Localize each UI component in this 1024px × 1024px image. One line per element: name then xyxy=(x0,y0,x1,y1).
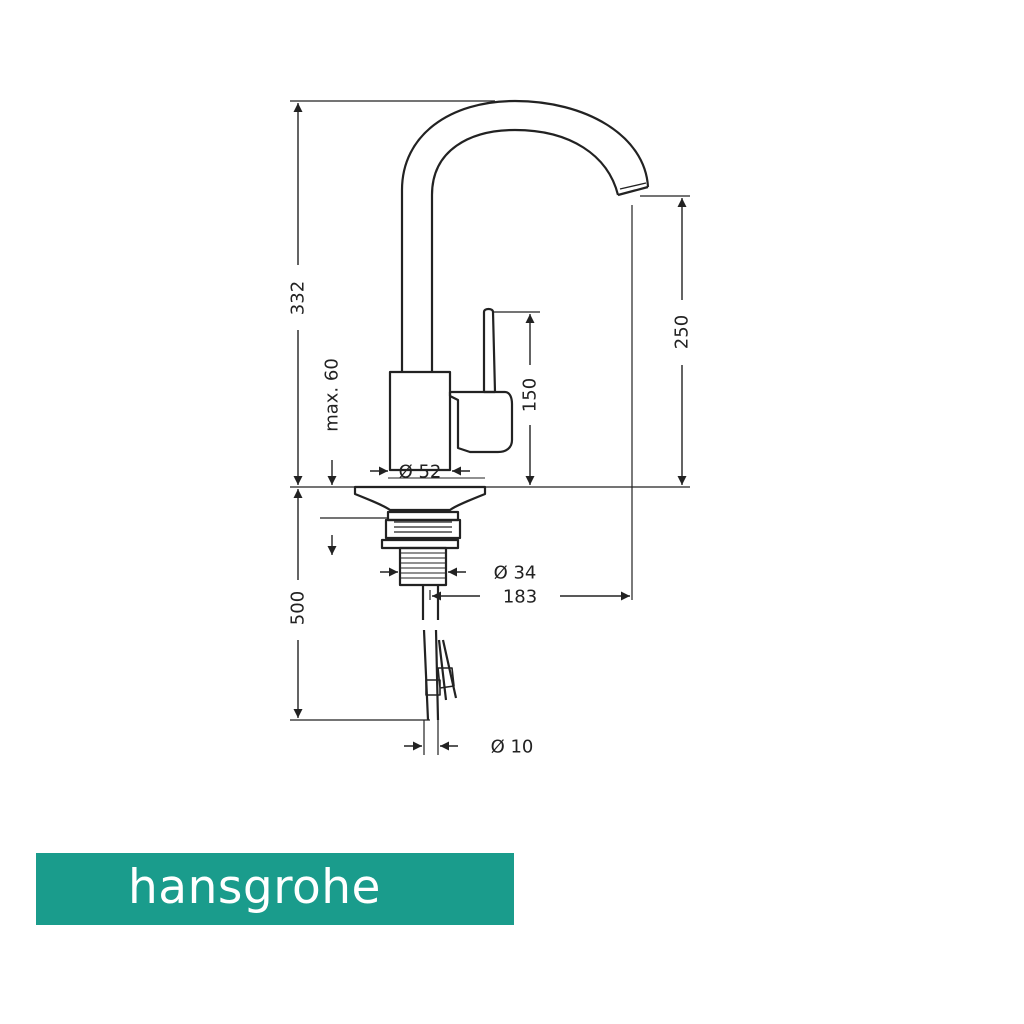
mounting-flange xyxy=(386,510,460,522)
spout-nozzle xyxy=(617,185,649,197)
label-d34: Ø 34 xyxy=(494,563,537,584)
label-150: 150 xyxy=(520,378,541,412)
label-250: 250 xyxy=(672,315,693,349)
dimension-arrows xyxy=(293,103,687,751)
spout-inner xyxy=(430,128,620,372)
faucet-outline xyxy=(353,99,650,721)
hose-upper xyxy=(421,585,440,620)
extension-lines xyxy=(290,100,690,755)
label-d10: Ø 10 xyxy=(491,737,534,758)
lever-housing xyxy=(448,390,514,454)
hose-lower-left xyxy=(422,629,440,721)
dimension-labels: 332 max. 60 500 250 150 Ø 52 Ø 34 183 Ø … xyxy=(288,281,693,758)
body-cylinder xyxy=(388,370,452,472)
hose-lower-right xyxy=(437,639,458,701)
label-500: 500 xyxy=(288,591,309,625)
lever-handle xyxy=(482,307,497,394)
label-183: 183 xyxy=(503,587,537,608)
spout-outer xyxy=(400,99,650,372)
deck-plate xyxy=(353,485,487,512)
brand-logo-bar: hansgrohe xyxy=(36,853,514,925)
label-332: 332 xyxy=(288,281,309,315)
brand-logo-text: hansgrohe xyxy=(128,860,381,915)
label-max60: max. 60 xyxy=(322,358,343,432)
label-d52: Ø 52 xyxy=(399,462,442,483)
